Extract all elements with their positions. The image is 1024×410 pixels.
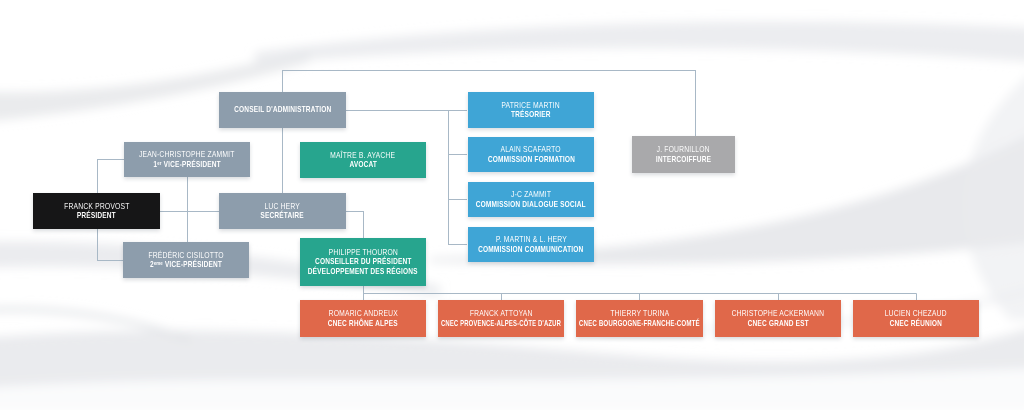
member-name: FRÉDÉRIC CISILOTTO [148,249,224,260]
node-thierry-turina: THIERRY TURINA CNEC BOURGOGNE-FRANCHE-CO… [576,300,703,337]
member-role: TRÉSORIER [511,110,551,120]
member-name: CHRISTOPHE ACKERMANN [731,308,825,319]
member-name: JEAN-CHRISTOPHE ZAMMIT [139,149,235,160]
member-role: CNEC RHÔNE ALPES [327,318,398,328]
member-name: ALAIN SCAFARTO [500,144,562,155]
member-role: CNEC GRAND EST [747,318,809,328]
member-role: COMMISSION DIALOGUE SOCIAL [475,199,587,209]
member-name: FRANCK ATTOYAN [469,308,533,319]
node-conseil-administration: CONSEIL D'ADMINISTRATION [219,92,346,128]
node-lucien-chezaud: LUCIEN CHEZAUD CNEC RÉUNION [853,300,979,337]
member-name: LUCIEN CHEZAUD [885,308,947,319]
member-role: CNEC PROVENCE-ALPES-CÔTE D'AZUR [440,318,562,328]
member-name: J-C ZAMMIT [510,189,552,200]
node-frederic-cisilotto: FRÉDÉRIC CISILOTTO 2ᵉᵐᵉ VICE-PRÉSIDENT [123,242,249,278]
member-name: P. MARTIN & L. HERY [495,234,567,245]
node-patrice-martin: PATRICE MARTIN TRÉSORIER [468,92,594,128]
member-name: PATRICE MARTIN [501,99,561,110]
node-role: CONSEIL D'ADMINISTRATION [233,105,332,115]
member-role: AVOCAT [349,160,377,170]
node-luc-hery: LUC HERY SECRÉTAIRE [219,193,346,229]
member-role: 2ᵉᵐᵉ VICE-PRÉSIDENT [149,260,223,270]
member-name: LUC HERY [264,200,301,211]
member-role: PRÉSIDENT [77,211,116,221]
member-name: MAÎTRE B. AYACHE [330,149,396,160]
node-franck-provost: FRANCK PROVOST PRÉSIDENT [33,193,160,229]
node-jean-christophe-zammit: JEAN-CHRISTOPHE ZAMMIT 1ᵉʳ VICE-PRÉSIDEN… [124,142,250,177]
node-jc-zammit-commission: J-C ZAMMIT COMMISSION DIALOGUE SOCIAL [468,182,594,217]
node-romaric-andreux: ROMARIC ANDREUX CNEC RHÔNE ALPES [300,300,426,337]
member-role: COMMISSION COMMUNICATION [478,244,584,254]
member-name: FRANCK PROVOST [63,200,130,211]
member-role: COMMISSION FORMATION [487,154,575,164]
node-maitre-ayache: MAÎTRE B. AYACHE AVOCAT [300,142,426,178]
member-name: ROMARIC ANDREUX [328,308,398,319]
member-role: 1ᵉʳ VICE-PRÉSIDENT [153,159,221,169]
node-franck-attoyan: FRANCK ATTOYAN CNEC PROVENCE-ALPES-CÔTE … [438,300,564,337]
member-role: CONSEILLER DU PRÉSIDENT [314,257,412,267]
node-pmartin-lhery-commission: P. MARTIN & L. HERY COMMISSION COMMUNICA… [468,227,594,262]
node-christophe-ackermann: CHRISTOPHE ACKERMANN CNEC GRAND EST [715,300,841,337]
member-name: THIERRY TURINA [610,308,669,319]
member-role: SECRÉTAIRE [260,211,305,221]
node-philippe-thouron: PHILIPPE THOURON CONSEILLER DU PRÉSIDENT… [300,238,426,286]
member-role: CNEC RÉUNION [889,318,943,328]
member-name: PHILIPPE THOURON [328,247,398,258]
node-alain-scafarto: ALAIN SCAFARTO COMMISSION FORMATION [468,137,594,172]
member-role-2: DÉVELOPPEMENT DES RÉGIONS [308,267,418,277]
member-name: J. FOURNILLON [656,144,711,155]
member-role: INTERCOIFFURE [655,154,712,164]
member-role: CNEC BOURGOGNE-FRANCHE-COMTÉ [579,318,700,328]
node-fournillon: J. FOURNILLON INTERCOIFFURE [632,136,735,173]
